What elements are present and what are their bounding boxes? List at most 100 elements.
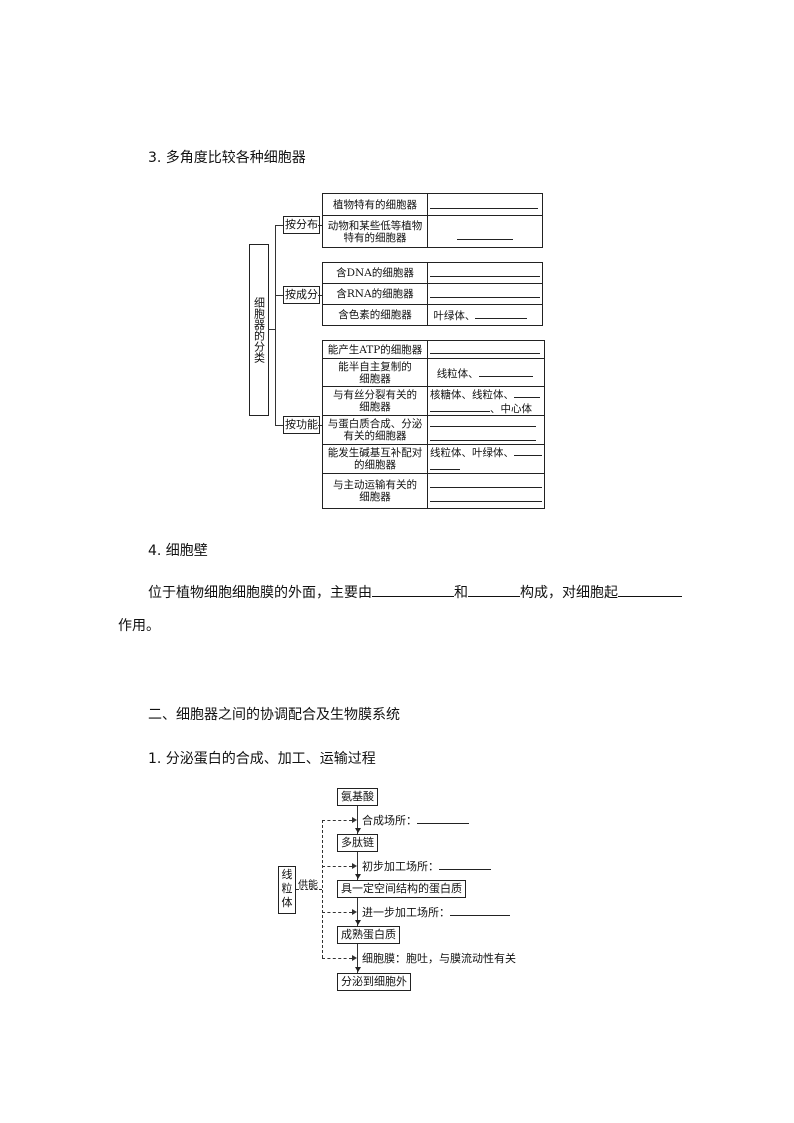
row-label: 含DNA的细胞器 xyxy=(322,262,428,284)
arrow-down-icon xyxy=(355,967,361,972)
answer-blank[interactable] xyxy=(475,308,528,319)
answer-cell xyxy=(427,215,543,248)
paragraph-continuation: 作用。 xyxy=(118,618,160,634)
answer-cell: 叶绿体、 xyxy=(427,304,543,326)
section-3-title: 3. 多角度比较各种细胞器 xyxy=(148,150,306,166)
answer-cell xyxy=(427,473,545,509)
text: 位于植物细胞细胞膜的外面，主要由 xyxy=(148,585,372,601)
given-answer: 叶绿体、 xyxy=(433,310,476,322)
root-box: 细胞器的分类 xyxy=(249,244,269,416)
energy-line xyxy=(296,889,322,890)
category-composition: 按成分 xyxy=(283,286,320,304)
function-table: 能产生ATP的细胞器 能半自主复制的细胞器 线粒体、 与有丝分裂有关的细胞器 核… xyxy=(322,340,545,509)
connector xyxy=(318,295,323,296)
answer-blank[interactable] xyxy=(430,416,536,427)
step-label: 合成场所： xyxy=(362,814,417,827)
arrow-down-icon xyxy=(355,920,361,925)
table-row: 能发生碱基互补配对的细胞器 线粒体、叶绿体、 xyxy=(322,444,545,474)
subsection-1-title: 1. 分泌蛋白的合成、加工、运输过程 xyxy=(148,751,376,767)
composition-table: 含DNA的细胞器 含RNA的细胞器 含色素的细胞器 叶绿体、 xyxy=(322,262,543,326)
answer-blank[interactable] xyxy=(430,266,540,277)
box-secreted: 分泌到细胞外 xyxy=(337,973,411,991)
answer-cell xyxy=(427,415,545,445)
answer-blank[interactable] xyxy=(430,491,542,502)
table-row: 与有丝分裂有关的细胞器 核糖体、线粒体、、中心体 xyxy=(322,386,545,416)
step-membrane: 细胞膜：胞吐，与膜流动性有关 xyxy=(362,952,516,965)
answer-blank[interactable] xyxy=(478,366,533,377)
connector xyxy=(275,225,276,425)
arrow-down-icon xyxy=(355,828,361,833)
box-folded-protein: 具一定空间结构的蛋白质 xyxy=(337,880,466,898)
table-row: 与蛋白质合成、分泌有关的细胞器 xyxy=(322,415,545,445)
table-row: 能产生ATP的细胞器 xyxy=(322,340,545,359)
energy-supply-label: 供能 xyxy=(298,880,318,891)
table-row: 与主动运输有关的细胞器 xyxy=(322,473,545,509)
answer-cell xyxy=(427,262,543,284)
arrow-down-icon xyxy=(355,874,361,879)
answer-blank[interactable] xyxy=(430,287,540,298)
table-row: 动物和某些低等植物特有的细胞器 xyxy=(322,215,543,248)
answer-blank[interactable] xyxy=(430,343,540,354)
cell-wall-paragraph: 位于植物细胞细胞膜的外面，主要由 和 构成，对细胞起 xyxy=(148,582,682,602)
given-answer: 线粒体、 xyxy=(436,367,479,380)
connector xyxy=(318,225,323,226)
table-row: 能半自主复制的细胞器 线粒体、 xyxy=(322,358,545,387)
arrow-right-icon xyxy=(352,909,357,915)
root-label: 细胞器的分类 xyxy=(252,297,266,363)
step-label: 初步加工场所： xyxy=(362,860,439,873)
energy-line xyxy=(322,820,352,821)
category-function: 按功能 xyxy=(283,416,320,434)
row-label: 与主动运输有关的细胞器 xyxy=(322,473,428,509)
energy-line xyxy=(322,820,323,958)
connector xyxy=(318,425,323,426)
energy-line xyxy=(322,912,352,913)
answer-cell: 核糖体、线粒体、、中心体 xyxy=(427,386,545,416)
text: 构成，对细胞起 xyxy=(520,585,618,601)
answer-blank[interactable] xyxy=(430,477,542,488)
step-synthesis: 合成场所： xyxy=(362,812,469,828)
energy-line xyxy=(322,958,352,959)
given-answer: 、中心体 xyxy=(490,403,532,415)
answer-blank[interactable] xyxy=(457,229,513,240)
row-label: 能产生ATP的细胞器 xyxy=(322,340,428,359)
answer-cell xyxy=(427,340,545,359)
step-label: 进一步加工场所： xyxy=(362,906,450,919)
row-label: 含RNA的细胞器 xyxy=(322,283,428,305)
energy-line xyxy=(322,866,352,867)
table-row: 含DNA的细胞器 xyxy=(322,262,543,284)
answer-cell xyxy=(427,283,543,305)
answer-blank[interactable] xyxy=(514,445,542,456)
table-row: 植物特有的细胞器 xyxy=(322,193,543,216)
blank-3[interactable] xyxy=(618,584,682,597)
distribution-table: 植物特有的细胞器 动物和某些低等植物特有的细胞器 xyxy=(322,193,543,248)
answer-blank[interactable] xyxy=(430,401,490,412)
text: 和 xyxy=(454,585,468,601)
answer-blank[interactable] xyxy=(514,387,540,398)
answer-blank[interactable] xyxy=(439,859,491,870)
box-mature-protein: 成熟蛋白质 xyxy=(337,926,400,944)
mitochondria-box: 线粒体 xyxy=(278,866,296,914)
blank-1[interactable] xyxy=(372,584,454,597)
row-label: 能发生碱基互补配对的细胞器 xyxy=(322,444,428,474)
box-polypeptide: 多肽链 xyxy=(337,834,378,852)
given-answer: 线粒体、叶绿体、 xyxy=(430,447,514,459)
answer-blank[interactable] xyxy=(450,905,510,916)
answer-blank[interactable] xyxy=(430,198,538,209)
row-label: 与有丝分裂有关的细胞器 xyxy=(322,386,428,416)
section-4-title: 4. 细胞壁 xyxy=(148,543,208,559)
connector xyxy=(268,329,275,330)
blank-2[interactable] xyxy=(468,584,520,597)
answer-cell: 线粒体、叶绿体、 xyxy=(427,444,545,474)
answer-blank[interactable] xyxy=(430,459,460,470)
category-distribution: 按分布 xyxy=(283,216,320,234)
box-amino-acid: 氨基酸 xyxy=(337,788,378,806)
arrow-right-icon xyxy=(352,955,357,961)
step-further-processing: 进一步加工场所： xyxy=(362,904,510,920)
answer-blank[interactable] xyxy=(417,813,469,824)
answer-blank[interactable] xyxy=(430,430,536,441)
given-answer: 核糖体、线粒体、 xyxy=(430,389,514,401)
arrow-right-icon xyxy=(352,817,357,823)
row-label: 含色素的细胞器 xyxy=(322,304,428,326)
part-2-title: 二、细胞器之间的协调配合及生物膜系统 xyxy=(148,707,400,723)
row-label: 与蛋白质合成、分泌有关的细胞器 xyxy=(322,415,428,445)
